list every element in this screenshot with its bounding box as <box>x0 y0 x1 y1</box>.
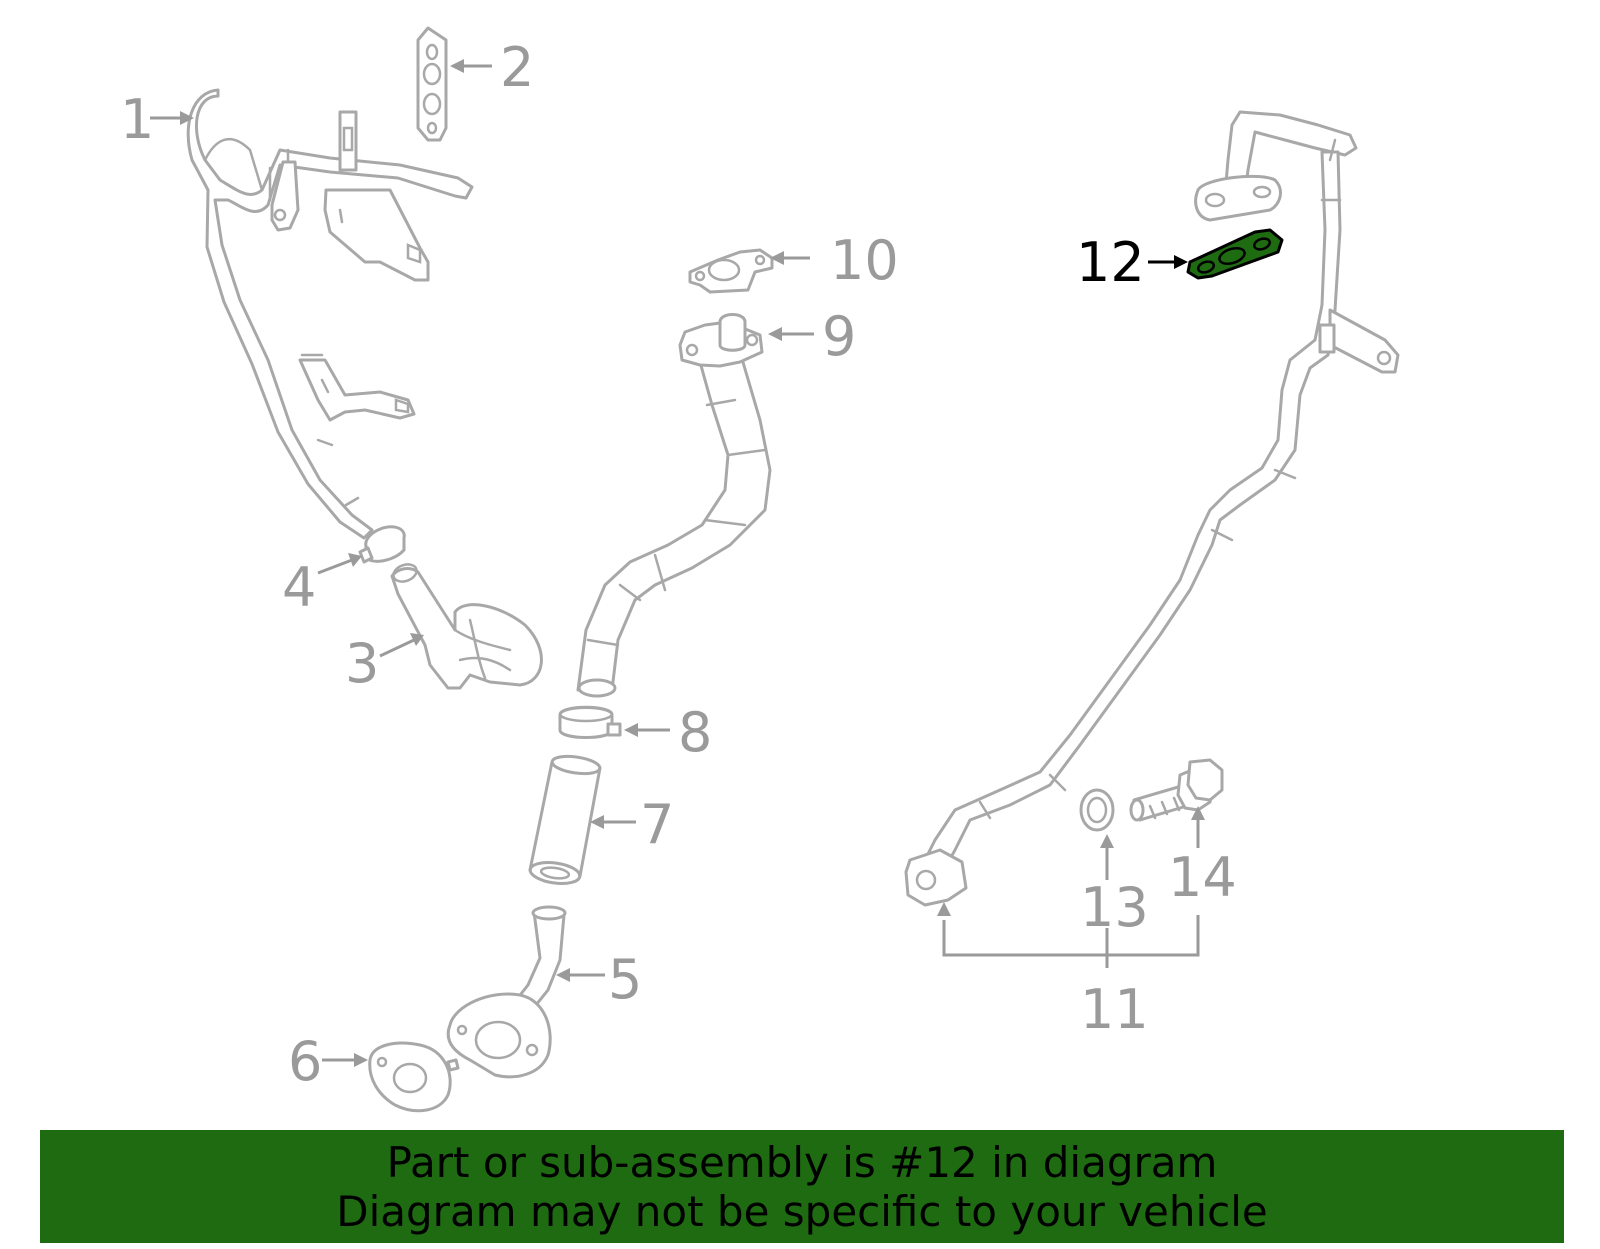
part-11-oil-feed-line <box>904 110 1400 907</box>
part-12-gasket-highlighted <box>1186 228 1284 280</box>
part-4-clamp <box>358 525 406 564</box>
callout-5: 5 <box>608 948 642 1011</box>
part-6-gasket <box>368 1041 460 1113</box>
callout-11: 11 <box>1080 978 1149 1041</box>
callout-13: 13 <box>1080 876 1149 939</box>
banner-line-1: Part or sub-assembly is #12 in diagram <box>386 1137 1218 1187</box>
callout-10: 10 <box>830 229 899 292</box>
callout-labels: 1 2 3 4 5 6 7 8 9 10 11 12 13 14 <box>120 36 1237 1093</box>
callout-3: 3 <box>345 632 379 695</box>
part-2-gasket <box>416 26 448 142</box>
callout-6: 6 <box>288 1030 322 1093</box>
banner-line-2: Diagram may not be specific to your vehi… <box>336 1186 1268 1236</box>
part-8-clamp <box>558 705 622 739</box>
callout-7: 7 <box>640 793 674 856</box>
callout-1: 1 <box>120 88 154 151</box>
callout-9: 9 <box>822 305 856 368</box>
callout-2: 2 <box>500 36 534 99</box>
part-10-gasket <box>688 248 774 294</box>
part-5-pipe <box>446 905 567 1079</box>
part-13-washer <box>1079 788 1115 832</box>
callout-12: 12 <box>1076 231 1145 294</box>
part-14-bolt <box>1129 758 1224 822</box>
part-1-oil-pipe <box>186 88 474 540</box>
callout-8: 8 <box>678 701 712 764</box>
part-9-oil-pipe <box>576 313 772 698</box>
callout-14: 14 <box>1168 846 1237 909</box>
callout-4: 4 <box>282 556 316 619</box>
part-3-hose <box>390 563 543 690</box>
part-7-hose <box>528 754 602 885</box>
leader-lines <box>150 59 1205 1067</box>
info-banner: Part or sub-assembly is #12 in diagram D… <box>40 1130 1564 1243</box>
